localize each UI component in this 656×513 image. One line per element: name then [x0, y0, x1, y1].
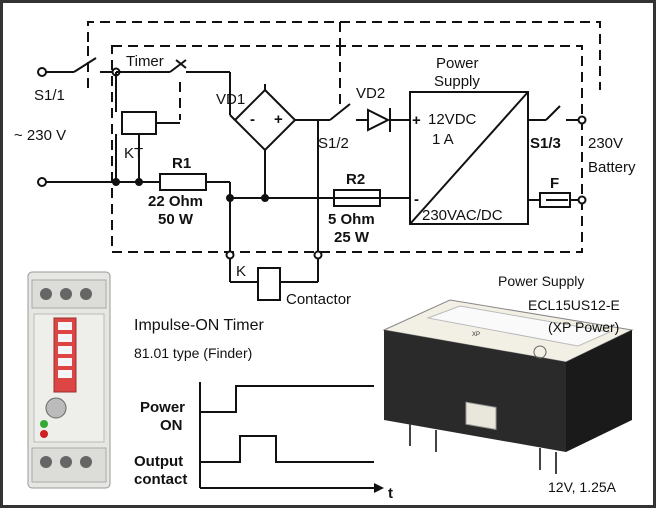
vd1-label: VD1	[216, 91, 245, 108]
bridge-minus: -	[250, 111, 255, 128]
ps-title-2: Supply	[434, 73, 480, 90]
fuse-label: F	[550, 175, 559, 192]
r1-name: R1	[172, 155, 191, 172]
r2-power: 25 W	[334, 229, 370, 246]
ps-in-minus: -	[414, 191, 419, 208]
r1-resistor	[159, 173, 207, 191]
psu-photo: XP	[382, 299, 634, 474]
timing-power-1: Power	[140, 399, 185, 416]
timing-output-2: contact	[134, 471, 187, 488]
timer-label: Timer	[126, 53, 164, 70]
s1-2-switch	[329, 103, 368, 121]
psu-caption-2: ECL15US12-E	[528, 297, 620, 313]
s1-2-label: S1/2	[318, 135, 349, 152]
ps-out-current: 1 A	[432, 131, 454, 148]
s1-1-switch	[37, 57, 116, 77]
battery-label: Battery	[588, 159, 636, 176]
timer-photo-subtitle: 81.01 type (Finder)	[134, 345, 252, 361]
r2-name: R2	[346, 171, 365, 188]
s1-1-label: S1/1	[34, 87, 65, 104]
vd2-label: VD2	[356, 85, 385, 102]
s1-3-switch	[545, 105, 580, 121]
timing-power-2: ON	[160, 417, 183, 434]
timer-switch	[169, 59, 231, 115]
contactor-label: Contactor	[286, 291, 351, 308]
timing-output-1: Output	[134, 453, 183, 470]
circuit-schematic	[37, 21, 601, 301]
ps-out-plus: +	[412, 112, 421, 129]
vd2-diode	[367, 108, 410, 132]
kt-label: KT	[124, 145, 143, 162]
timing-t-label: t	[388, 485, 393, 502]
bridge-plus: +	[274, 111, 283, 128]
psu-caption-3: (XP Power)	[548, 319, 619, 335]
ps-type: 230VAC/DC	[422, 207, 503, 224]
contactor-k: K	[236, 263, 246, 280]
ps-title-1: Power	[436, 55, 479, 72]
power-on-trace	[200, 385, 374, 413]
s1-3-label: S1/3	[530, 135, 561, 152]
output-contact-trace	[200, 435, 374, 463]
contactor-coil	[257, 267, 281, 301]
circuit-labels: S1/1 Timer ~ 230 V KT VD1 - + R1 22 Ohm …	[14, 53, 636, 308]
psu-rating: 12V, 1.25A	[548, 479, 617, 495]
timer-photo-title: Impulse-ON Timer	[134, 317, 264, 334]
mains-label: ~ 230 V	[14, 127, 66, 144]
r1-power: 50 W	[158, 211, 194, 228]
battery-voltage: 230V	[588, 135, 623, 152]
power-supply-box	[409, 91, 529, 225]
r2-value: 5 Ohm	[328, 211, 375, 228]
dashed-linkage	[87, 21, 601, 253]
kt-coil	[121, 111, 157, 135]
svg-text:XP: XP	[472, 332, 480, 338]
timer-photo	[27, 271, 111, 489]
psu-caption-1: Power Supply	[498, 273, 584, 289]
r1-value: 22 Ohm	[148, 193, 203, 210]
ps-out-voltage: 12VDC	[428, 111, 477, 128]
timing-diagram	[199, 382, 384, 493]
